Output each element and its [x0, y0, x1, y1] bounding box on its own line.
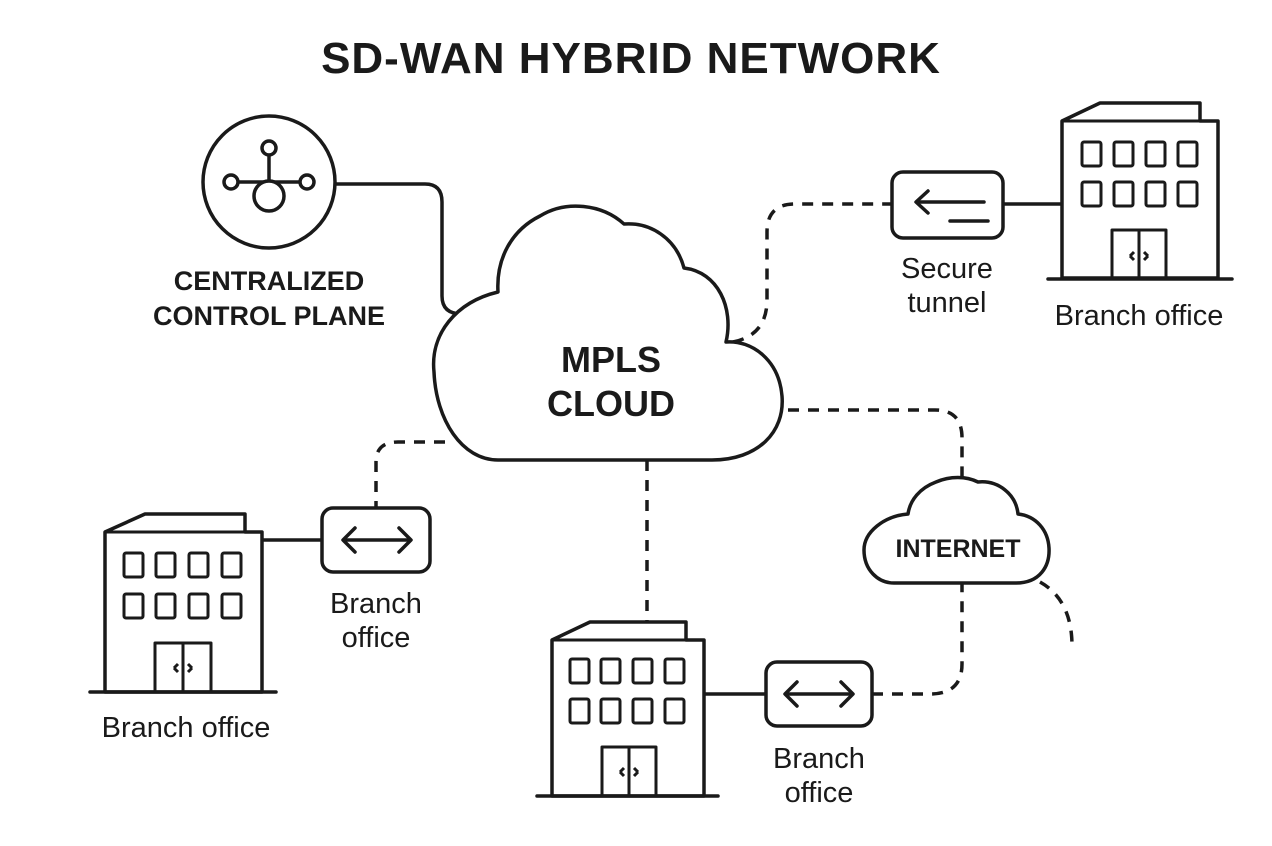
control-plane: CENTRALIZED CONTROL PLANE [153, 114, 385, 331]
secure-tunnel-box [890, 170, 1005, 240]
mpls-cloud: MPLS CLOUD [431, 204, 784, 462]
diagram-title: SD-WAN HYBRID NETWORK [321, 34, 941, 83]
branch-left-label: Branch office [102, 712, 271, 744]
mpls-cloud-label-line1: MPLS [561, 339, 661, 380]
internet-cloud: INTERNET [862, 475, 1051, 585]
branch-left: Branch office [88, 512, 278, 744]
tunnel-arrows-icon [914, 189, 990, 223]
mpls-cloud-label-line2: CLOUD [547, 383, 675, 424]
branch-top-right-label: Branch office [1055, 300, 1224, 332]
bottom-router-label-line2: office [785, 777, 854, 809]
left-router: Branch office [320, 506, 432, 654]
internet-label: INTERNET [896, 535, 1021, 563]
control-plane-link [334, 182, 498, 316]
mpls-to-secure-tunnel-link [732, 202, 892, 344]
secure-tunnel-router: Secure tunnel [890, 170, 1005, 319]
control-plane-label-line1: CENTRALIZED [174, 266, 365, 296]
cloud-icon [431, 204, 784, 462]
mpls-to-left-router-link [374, 440, 445, 510]
bottom-router: Branch office [764, 660, 874, 809]
router-arrows-icon [341, 526, 413, 554]
branch-top-right: Branch office [1046, 101, 1234, 332]
branch-bottom [535, 620, 720, 798]
secure-tunnel-label-line2: tunnel [907, 287, 986, 319]
router-arrows-icon [783, 680, 855, 708]
bottom-router-to-internet-link [872, 584, 964, 696]
left-router-label-line1: Branch [330, 588, 422, 620]
building-icon [88, 512, 278, 694]
left-router-label-line2: office [342, 622, 411, 654]
bottom-router-label-line1: Branch [773, 743, 865, 775]
secure-tunnel-label-line1: Secure [901, 253, 993, 285]
connections [260, 182, 1074, 696]
control-plane-label-line2: CONTROL PLANE [153, 301, 385, 331]
building-icon [535, 620, 720, 798]
mpls-to-internet-link [788, 408, 964, 478]
internet-cloud-icon [862, 475, 1051, 585]
hub-network-icon [222, 139, 316, 213]
internet-outbound-link [1039, 580, 1074, 647]
building-icon [1046, 101, 1234, 281]
